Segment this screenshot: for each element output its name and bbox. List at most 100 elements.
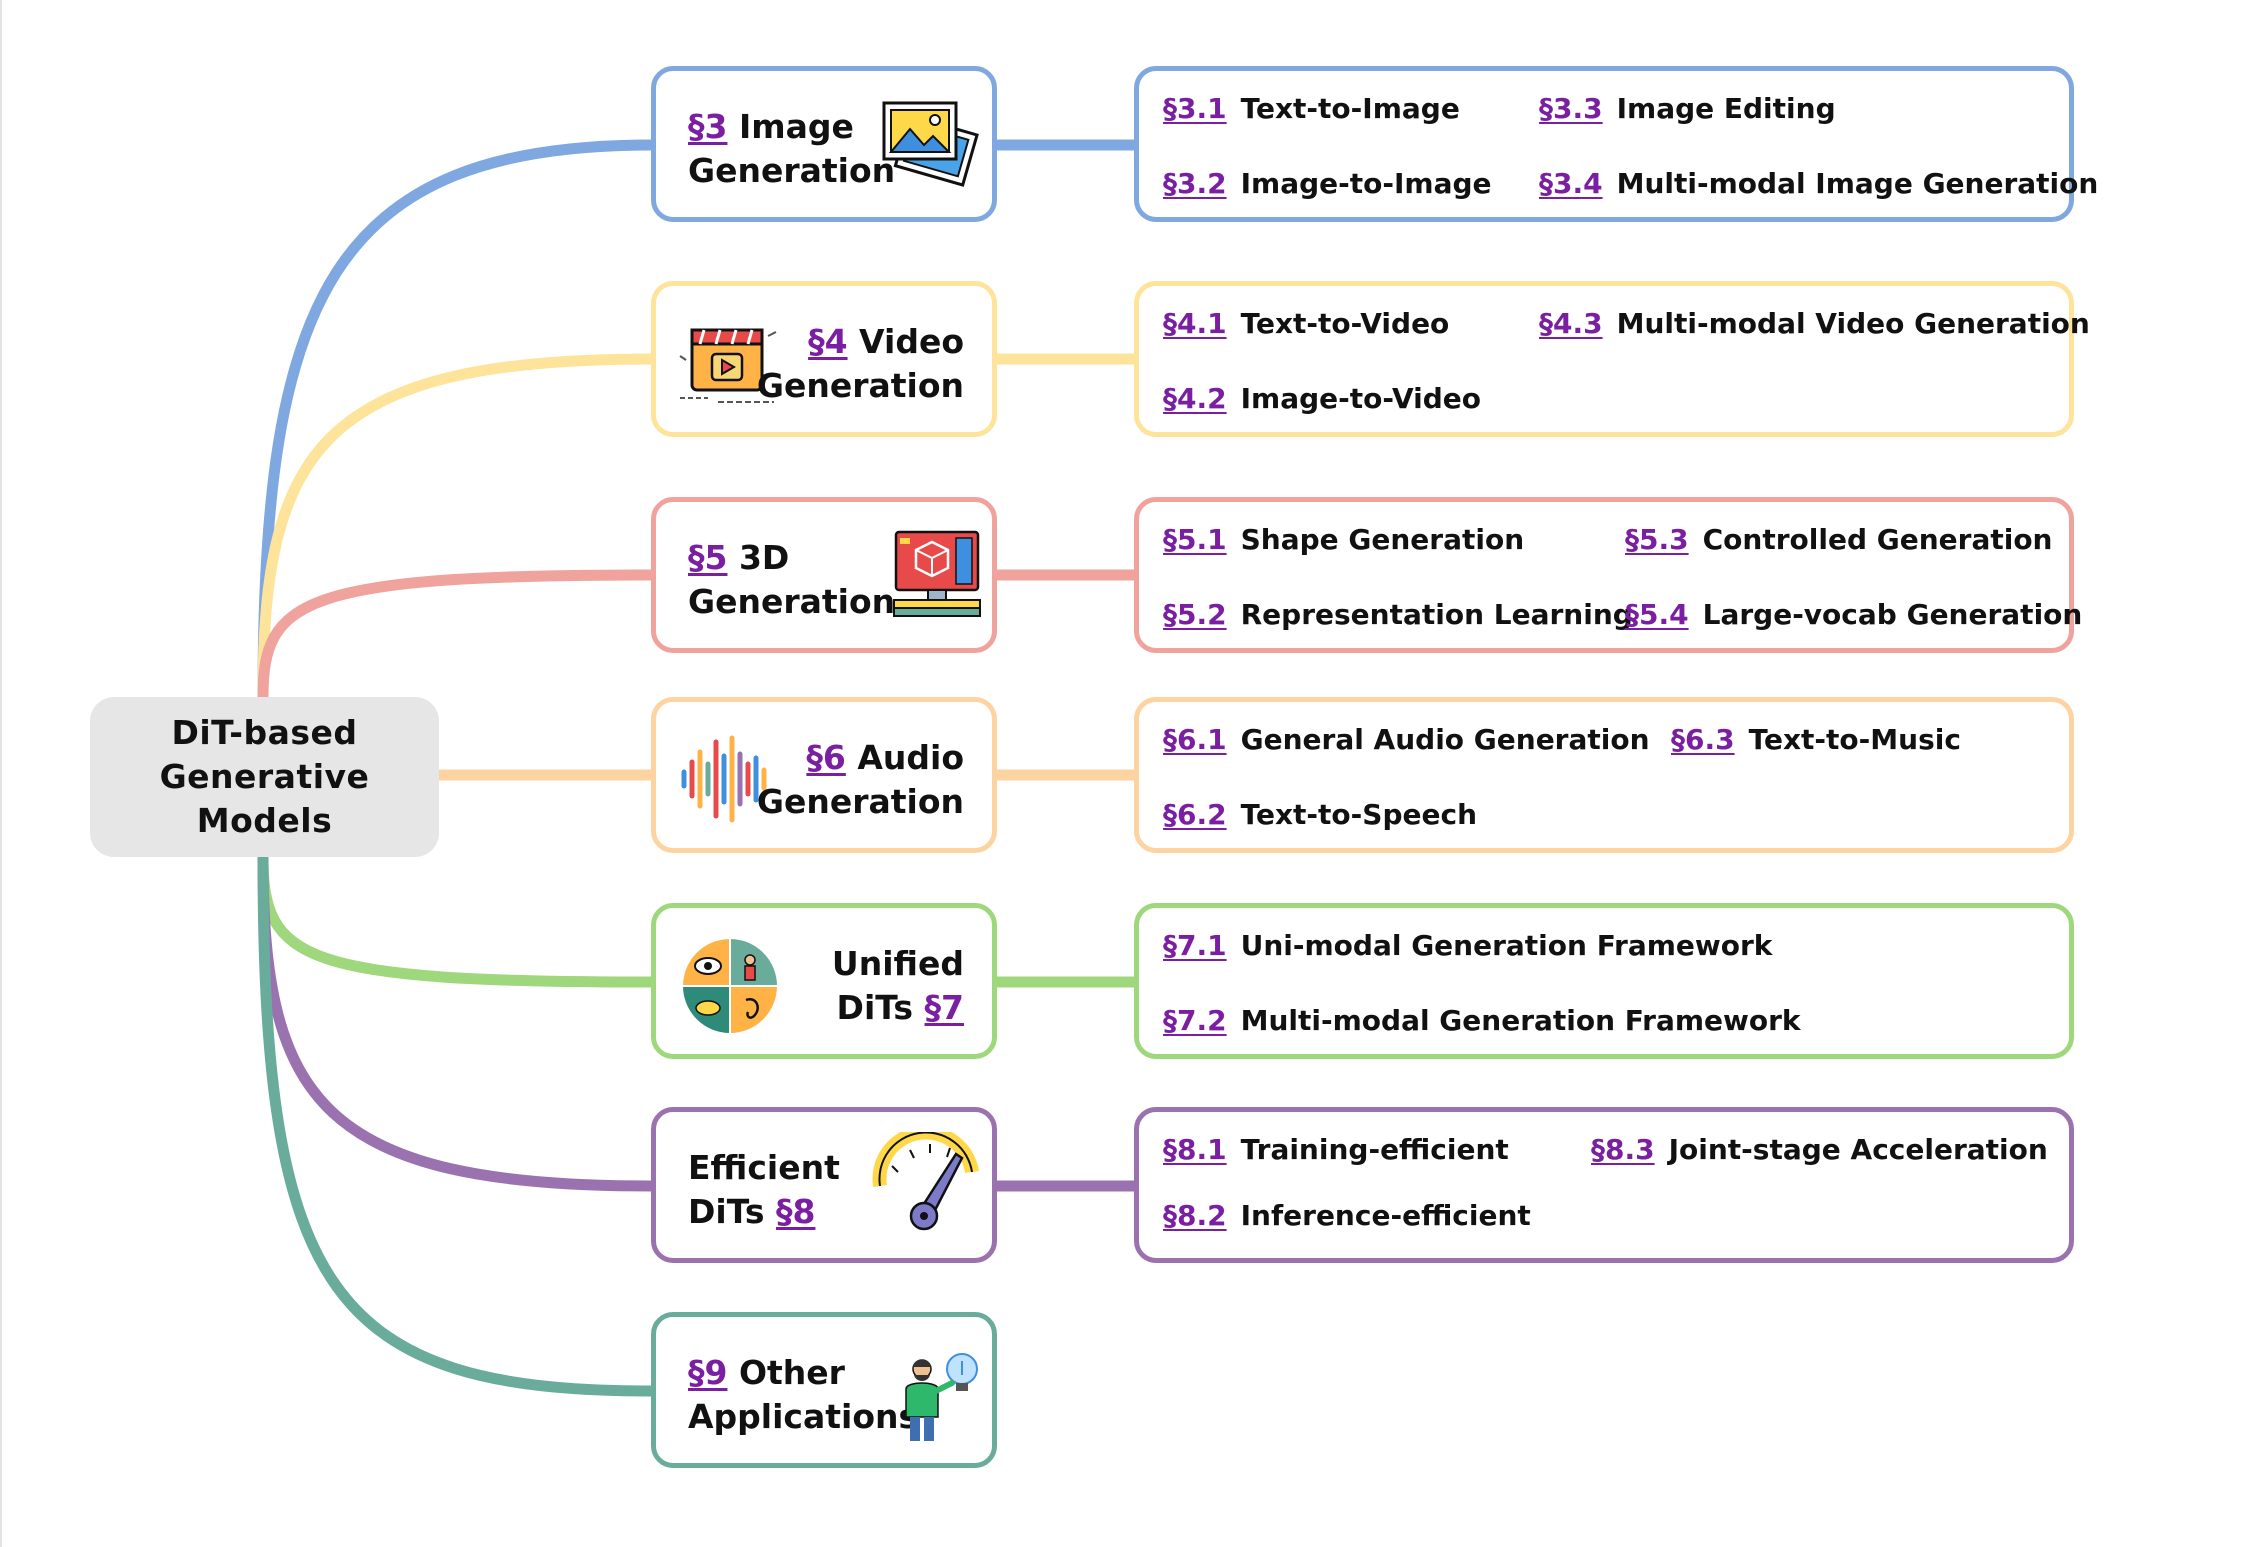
category-title-word: 3D: [738, 538, 790, 577]
section-link-6-1[interactable]: §6.1: [1163, 723, 1227, 756]
section-link-3-2[interactable]: §3.2: [1163, 167, 1227, 200]
section-link-5[interactable]: §5: [688, 538, 728, 577]
connector-video: [257, 353, 657, 703]
category-label: Efficient DiTs §8: [688, 1146, 840, 1234]
multimodal-senses-icon: [680, 936, 780, 1036]
category-label: Unified DiTs §7: [832, 942, 964, 1030]
section-link-7[interactable]: §7: [924, 988, 964, 1027]
category-audio-generation: §6 Audio Generation: [651, 697, 997, 853]
category-image-generation: §3 Image Generation: [651, 66, 997, 222]
category-3d-generation: §5 3D Generation: [651, 497, 997, 653]
category-title-word: DiTs: [688, 1192, 765, 1231]
subtopic-8-1: §8.1 Training-efficient: [1163, 1132, 1509, 1168]
section-link-6-3[interactable]: §6.3: [1671, 723, 1735, 756]
subtopic-label: Text-to-Speech: [1240, 798, 1478, 831]
section-link-8-2[interactable]: §8.2: [1163, 1199, 1227, 1232]
subtopic-label: Representation Learning: [1240, 598, 1633, 631]
subtopic-7-2: §7.2 Multi-modal Generation Framework: [1163, 1003, 1801, 1039]
category-other-applications: §9 Other Applications: [651, 1312, 997, 1468]
category-title-line2: Applications: [688, 1397, 919, 1436]
subtopic-label: Text-to-Music: [1748, 723, 1961, 756]
subtopic-8-2: §8.2 Inference-efficient: [1163, 1198, 1531, 1234]
subtopic-4-1: §4.1 Text-to-Video: [1163, 306, 1449, 342]
root-title-line2: Generative Models: [159, 757, 370, 840]
person-idea-bulb-icon: [905, 1353, 978, 1441]
section-link-4[interactable]: §4: [808, 322, 848, 361]
subtopic-6-3: §6.3 Text-to-Music: [1671, 722, 1961, 758]
section-link-5-3[interactable]: §5.3: [1625, 523, 1689, 556]
root-node: DiT-based Generative Models: [90, 697, 439, 857]
section-link-4-2[interactable]: §4.2: [1163, 382, 1227, 415]
category-label: §3 Image Generation: [688, 105, 895, 193]
section-link-7-2[interactable]: §7.2: [1163, 1004, 1227, 1037]
category-label: §9 Other Applications: [688, 1351, 918, 1439]
section-link-4-3[interactable]: §4.3: [1539, 307, 1603, 340]
subtopic-5-1: §5.1 Shape Generation: [1163, 522, 1524, 558]
section-link-3-3[interactable]: §3.3: [1539, 92, 1603, 125]
subtopic-5-4: §5.4 Large-vocab Generation: [1625, 597, 2082, 633]
3d-monitor-icon: [893, 530, 981, 617]
root-title-line1: DiT-based: [171, 713, 358, 752]
category-label: §4 Video Generation: [757, 320, 964, 408]
subtopic-8-3: §8.3 Joint-stage Acceleration: [1591, 1132, 2048, 1168]
category-title-word: Other: [738, 1353, 845, 1392]
section-link-5-1[interactable]: §5.1: [1163, 523, 1227, 556]
category-title-line1: Efficient: [688, 1148, 840, 1187]
subtopic-label: Image Editing: [1616, 92, 1836, 125]
connector-other: [257, 851, 657, 1397]
category-title-word: Image: [738, 107, 854, 146]
subtopic-label: Shape Generation: [1240, 523, 1525, 556]
section-link-6-2[interactable]: §6.2: [1163, 798, 1227, 831]
subtopic-6-2: §6.2 Text-to-Speech: [1163, 797, 1477, 833]
category-label: §6 Audio Generation: [757, 736, 964, 824]
subtopics-3d-generation: §5.1 Shape Generation §5.3 Controlled Gene…: [1134, 497, 2082, 653]
subtopic-label: Uni-modal Generation Framework: [1240, 929, 1773, 962]
subtopic-label: Multi-modal Image Generation: [1616, 167, 2099, 200]
section-link-3[interactable]: §3: [688, 107, 728, 146]
section-link-5-4[interactable]: §5.4: [1625, 598, 1689, 631]
section-link-9[interactable]: §9: [688, 1353, 728, 1392]
sound-wave-icon: [681, 735, 767, 823]
subtopic-7-1: §7.1 Uni-modal Generation Framework: [1163, 928, 1772, 964]
section-link-3-1[interactable]: §3.1: [1163, 92, 1227, 125]
section-link-8-3[interactable]: §8.3: [1591, 1133, 1655, 1166]
subtopic-label: Image-to-Image: [1240, 167, 1492, 200]
category-label: §5 3D Generation: [688, 536, 895, 624]
connector-image: [257, 139, 657, 703]
section-link-8-1[interactable]: §8.1: [1163, 1133, 1227, 1166]
connector-unified: [257, 851, 657, 988]
subtopic-label: Text-to-Video: [1240, 307, 1450, 340]
section-link-4-1[interactable]: §4.1: [1163, 307, 1227, 340]
section-link-3-4[interactable]: §3.4: [1539, 167, 1603, 200]
subtopic-label: Multi-modal Generation Framework: [1240, 1004, 1801, 1037]
video-player-icon: [679, 328, 777, 403]
subtopic-3-3: §3.3 Image Editing: [1539, 91, 1836, 127]
subtopic-label: Inference-efficient: [1240, 1199, 1531, 1232]
speedometer-icon: [872, 1132, 979, 1231]
category-video-generation: §4 Video Generation: [651, 281, 997, 437]
subtopic-3-4: §3.4 Multi-modal Image Generation: [1539, 166, 2098, 202]
subtopic-label: Controlled Generation: [1702, 523, 2053, 556]
section-link-7-1[interactable]: §7.1: [1163, 929, 1227, 962]
subtopic-3-2: §3.2 Image-to-Image: [1163, 166, 1492, 202]
section-link-8[interactable]: §8: [775, 1192, 816, 1231]
subtopic-label: Training-efficient: [1240, 1133, 1509, 1166]
subtopic-label: Large-vocab Generation: [1702, 598, 2083, 631]
category-title-line1: Unified: [831, 944, 964, 983]
category-title-line2: Generation: [688, 151, 896, 190]
section-link-5-2[interactable]: §5.2: [1163, 598, 1227, 631]
category-title-line2: Generation: [688, 582, 896, 621]
subtopic-label: Joint-stage Acceleration: [1668, 1133, 2048, 1166]
subtopic-label: General Audio Generation: [1240, 723, 1650, 756]
section-link-6[interactable]: §6: [806, 738, 846, 777]
category-title-line2: Generation: [756, 782, 964, 821]
subtopics-efficient-dits: §8.1 Training-efficient §8.3 Joint-stage A…: [1134, 1107, 2074, 1263]
subtopic-6-1: §6.1 General Audio Generation: [1163, 722, 1650, 758]
